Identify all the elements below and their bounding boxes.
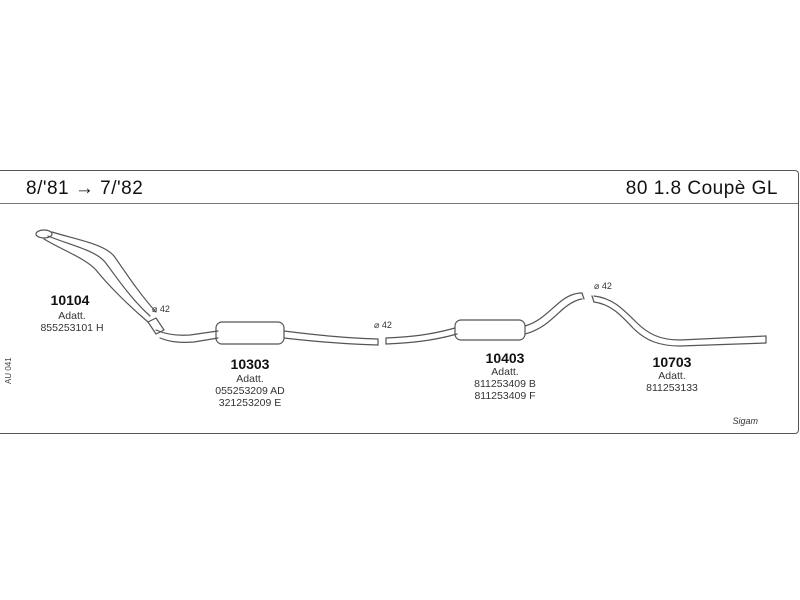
diameter-label-2: ⌀ 42 xyxy=(374,320,392,330)
front-pipe-tube-b xyxy=(43,238,149,323)
intermediate-section-10403 xyxy=(385,292,585,345)
diameter-label-3: ⌀ 42 xyxy=(594,281,612,291)
part-adatt-label: Adatt. xyxy=(491,366,519,378)
part-adatt-label: Adatt. xyxy=(236,373,264,385)
manifold-flange xyxy=(35,229,53,239)
middle-inlet-pipe-bottom xyxy=(159,337,219,343)
intermediate-muffler xyxy=(454,319,526,341)
front-pipe-end xyxy=(147,317,165,335)
part-adatt-label: Adatt. xyxy=(658,370,686,382)
part-ref: 855253101 H xyxy=(40,322,104,334)
front-pipe-tube-a xyxy=(47,235,151,317)
middle-outlet-bottom xyxy=(283,337,379,346)
front-pipe-10104 xyxy=(35,229,165,335)
part-code-10703: 10703 xyxy=(652,354,692,370)
rear-section-10703 xyxy=(591,295,767,347)
part-code-10303: 10303 xyxy=(230,356,270,372)
part-adatt-label: Adatt. xyxy=(58,310,86,322)
brand-logo: Sigam xyxy=(732,416,758,426)
header-divider xyxy=(0,203,798,204)
part-code-10104: 10104 xyxy=(50,292,90,308)
part-ref: 321253209 E xyxy=(218,397,282,409)
middle-section-10303 xyxy=(155,321,379,346)
date-range: 8/'81 → 7/'82 xyxy=(26,178,144,199)
middle-outlet-top xyxy=(283,330,379,340)
model-title: 80 1.8 Coupè GL xyxy=(625,178,778,199)
part-ref: 811253409 F xyxy=(474,390,536,402)
part-ref: 055253209 AD xyxy=(215,385,285,397)
diagram-panel xyxy=(0,170,799,434)
side-code: AU 041 xyxy=(4,357,13,384)
middle-inlet-pipe-top xyxy=(155,329,219,336)
part-ref: 811253133 xyxy=(646,382,698,394)
diameter-label-1: ⌀ 42 xyxy=(152,304,170,314)
part-ref: 811253409 B xyxy=(474,378,536,390)
front-pipe-tube-c xyxy=(51,231,157,313)
middle-muffler xyxy=(215,321,285,345)
part-code-10403: 10403 xyxy=(485,350,525,366)
